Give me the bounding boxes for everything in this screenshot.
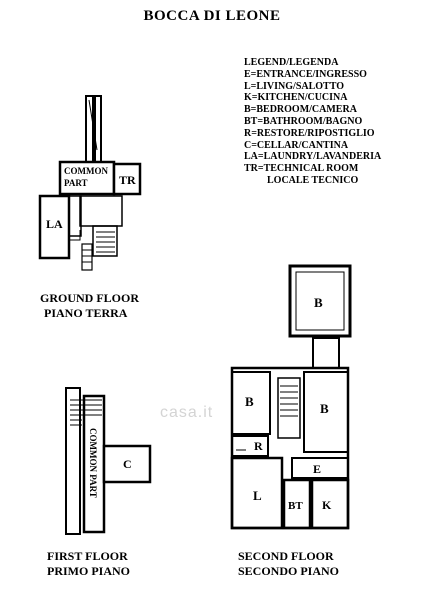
legend-line: LA=LAUNDRY/LAVANDERIA [244,151,382,163]
room-label-bt: BT [288,500,303,512]
legend-line: TR=TECHNICAL ROOM [244,163,359,175]
room-label-common-part-first: COMMON PART [88,428,98,498]
first-floor-caption: FIRST FLOOR PRIMO PIANO [47,549,130,579]
room-label-b-left: B [245,394,254,409]
legend-line: B=BEDROOM/CAMERA [244,104,357,116]
first-floor-plan [65,387,152,535]
room-label-la: LA [46,217,63,231]
legend-line: L=LIVING/SALOTTO [244,80,344,92]
caption-it: SECONDO PIANO [238,564,340,578]
legend-line: E=ENTRANCE/INGRESSO [244,68,367,80]
caption-it: PRIMO PIANO [47,564,130,578]
second-floor-plan [230,264,352,530]
ground-floor-caption: GROUND FLOOR PIANO TERRA [40,291,139,321]
room-label-b-top: B [314,295,323,310]
legend-line: LEGEND/LEGENDA [244,57,339,68]
room-label-b-right: B [320,401,329,416]
legend-line: LOCALE TECNICO [267,174,359,186]
second-floor-caption: SECOND FLOOR SECONDO PIANO [238,549,339,579]
legend-line: R=RESTORE/RIPOSTIGLIO [244,127,375,139]
room-label-l: L [253,488,262,503]
ground-floor-plan [38,95,142,271]
room-label-common-part: PART [64,178,88,188]
room-label-c: C [123,457,132,471]
legend-line: BT=BATHROOM/BAGNO [244,115,363,127]
room-label-common: COMMON [64,166,108,176]
legend-line: K=KITCHEN/CUCINA [244,92,348,104]
room-label-k: K [322,498,332,512]
legend: LEGEND/LEGENDA E=ENTRANCE/INGRESSO L=LIV… [244,57,381,187]
room-label-tr: TR [119,173,136,187]
legend-line: C=CELLAR/CANTINA [244,139,349,151]
caption-en: FIRST FLOOR [47,549,128,563]
watermark: casa.it [160,404,214,421]
room-label-e: E [313,462,321,476]
caption-en: GROUND FLOOR [40,291,139,305]
caption-en: SECOND FLOOR [238,549,334,563]
room-label-r: R [254,439,263,453]
caption-it: PIANO TERRA [44,306,128,320]
plan-title: BOCCA DI LEONE [143,8,281,24]
